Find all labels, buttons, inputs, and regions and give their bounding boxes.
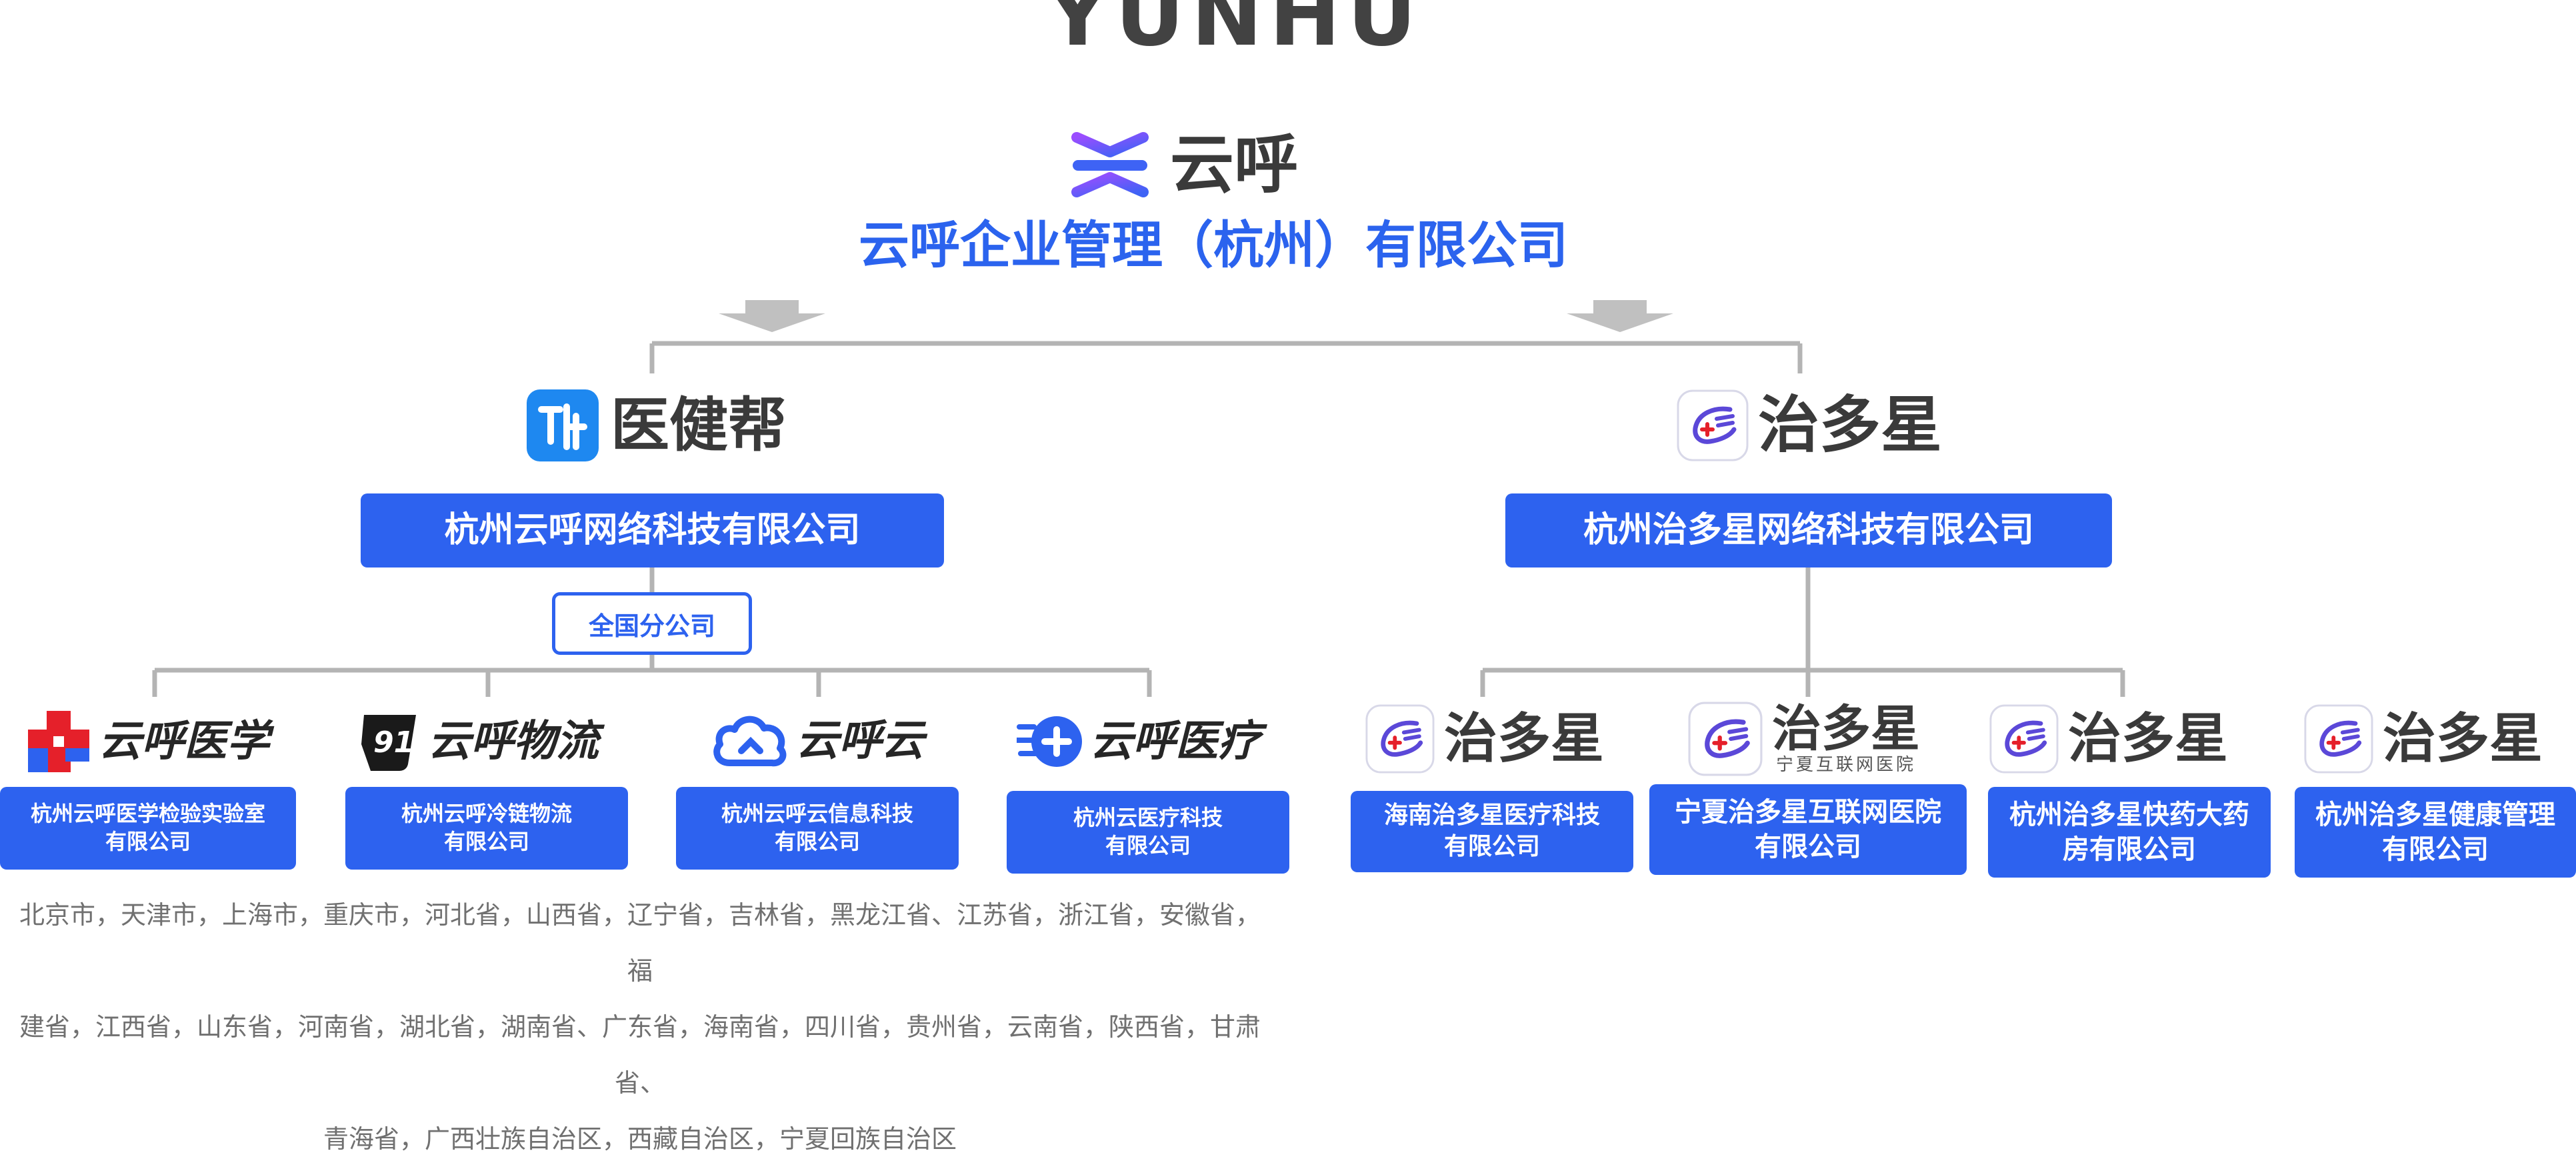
parent-company-title: 云呼企业管理（杭州）有限公司	[859, 215, 1568, 275]
left-sub-4-line1: 杭州云医疗科技	[1073, 805, 1223, 831]
logistics-icon: 911	[361, 715, 421, 771]
zhiduoxing-wing-icon	[1677, 389, 1749, 461]
yunhu-medical-lab-logo-text: 云呼医学	[99, 717, 269, 766]
left-company-name: 杭州云呼网络科技有限公司	[444, 509, 861, 550]
left-sub-box-1: 杭州云呼医学检验实验室 有限公司	[0, 787, 296, 870]
zhiduoxing-health-logo: 治多星	[2304, 704, 2543, 774]
right-sub-2-line2: 有限公司	[1755, 832, 1861, 862]
healthcare-icon	[1017, 716, 1082, 767]
right-sub-4-line1: 杭州治多星健康管理	[2315, 800, 2555, 830]
branch-offices-box: 全国分公司	[552, 592, 752, 655]
yunhu-logistics-logo: 911 云呼物流	[355, 711, 599, 772]
zhiduoxing-wing-icon	[1688, 702, 1763, 776]
yunhu-swirl-icon	[1071, 132, 1149, 197]
left-sub-4-line2: 有限公司	[1105, 833, 1191, 858]
right-sub-3-line1: 杭州治多星快药大药	[2009, 800, 2249, 830]
branch-offices-label: 全国分公司	[588, 611, 715, 641]
province-line-2: 建省，江西省，山东省，河南省，湖北省，湖南省、广东省，海南省，四川省，贵州省，云…	[19, 1012, 1261, 1098]
cloud-icon	[713, 716, 787, 767]
left-sub-2-line2: 有限公司	[443, 829, 529, 854]
right-company-name: 杭州治多星网络科技有限公司	[1583, 509, 2034, 550]
yunhu-healthcare-logo-text: 云呼医疗	[1090, 717, 1261, 766]
yijianbang-logo: 医健帮	[527, 389, 787, 461]
yunhu-healthcare-logo: 云呼医疗	[1017, 710, 1261, 774]
zhiduoxing-logo: 治多星	[1677, 389, 1942, 461]
yijianbang-icon	[527, 389, 599, 461]
yunhu-logistics-logo-text: 云呼物流	[428, 717, 599, 766]
yunhu-logo: 云呼	[1070, 125, 1298, 204]
right-sub-box-2: 宁夏治多星互联网医院 有限公司	[1649, 784, 1967, 875]
left-down-arrow	[719, 300, 825, 332]
left-sub-box-4: 杭州云医疗科技 有限公司	[1007, 791, 1289, 874]
left-sub-3-line2: 有限公司	[774, 829, 860, 854]
connector-lines	[152, 300, 2125, 697]
zhiduoxing-health-logo-text: 治多星	[2383, 708, 2543, 770]
right-sub-1-line2: 有限公司	[1443, 833, 1540, 860]
zhiduoxing-logo-text: 治多星	[1758, 389, 1943, 461]
right-sub-box-1: 海南治多星医疗科技 有限公司	[1351, 791, 1633, 872]
zhiduoxing-wing-icon	[2304, 704, 2373, 774]
left-sub-3-line1: 杭州云呼云信息科技	[721, 801, 913, 827]
yunhu-cloud-logo: 云呼云	[711, 711, 924, 771]
zhiduoxing-pharmacy-logo-text: 治多星	[2068, 708, 2228, 770]
right-company-box: 杭州治多星网络科技有限公司	[1505, 493, 2112, 567]
province-coverage-list: 北京市，天津市，上海市，重庆市，河北省，山西省，辽宁省，吉林省，黑龙江省、江苏省…	[13, 887, 1267, 1167]
right-sub-box-3: 杭州治多星快药大药 房有限公司	[1988, 787, 2271, 878]
zhiduoxing-wing-icon	[1365, 704, 1435, 774]
medical-cross-icon	[28, 711, 89, 772]
yunhu-cloud-logo-text: 云呼云	[796, 716, 924, 766]
right-sub-box-4: 杭州治多星健康管理 有限公司	[2295, 787, 2576, 878]
province-line-3: 青海省，广西壮族自治区，西藏自治区，宁夏回族自治区	[323, 1124, 957, 1154]
right-sub-4-line2: 有限公司	[2382, 834, 2489, 865]
svg-text:911: 911	[373, 726, 421, 760]
left-sub-2-line1: 杭州云呼冷链物流	[401, 801, 572, 827]
left-sub-1-line2: 有限公司	[105, 829, 191, 854]
province-line-1: 北京市，天津市，上海市，重庆市，河北省，山西省，辽宁省，吉林省，黑龙江省、江苏省…	[19, 900, 1261, 986]
right-sub-2-line1: 宁夏治多星互联网医院	[1675, 797, 1941, 828]
yunhu-wordmark: YUNHU	[1047, 0, 1423, 65]
zhiduoxing-ningxia-logo-text: 治多星	[1772, 700, 1920, 758]
right-sub-1-line1: 海南治多星医疗科技	[1383, 802, 1600, 830]
zhiduoxing-pharmacy-logo: 治多星	[1989, 704, 2228, 774]
zhiduoxing-wing-icon	[1989, 704, 2059, 774]
left-sub-box-2: 杭州云呼冷链物流 有限公司	[345, 787, 628, 870]
zhiduoxing-hainan-logo: 治多星	[1365, 704, 1604, 774]
zhiduoxing-ningxia-logo-subtext: 宁夏互联网医院	[1775, 755, 1916, 775]
left-sub-box-3: 杭州云呼云信息科技 有限公司	[676, 787, 959, 870]
zhiduoxing-hainan-logo-text: 治多星	[1444, 708, 1604, 770]
yijianbang-logo-text: 医健帮	[611, 391, 787, 459]
yunhu-medical-lab-logo: 云呼医学	[25, 708, 269, 775]
right-down-arrow	[1567, 300, 1673, 332]
yunhu-logo-text: 云呼	[1170, 127, 1298, 202]
zhiduoxing-ningxia-logo: 治多星 宁夏互联网医院	[1688, 702, 1920, 776]
left-sub-1-line1: 杭州云呼医学检验实验室	[30, 801, 265, 827]
right-sub-3-line2: 房有限公司	[2063, 834, 2196, 865]
left-company-box: 杭州云呼网络科技有限公司	[361, 493, 944, 567]
